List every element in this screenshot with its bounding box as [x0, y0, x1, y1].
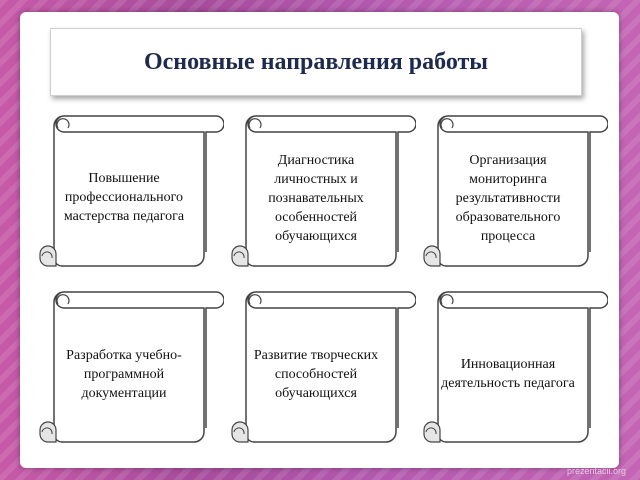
- card-text: Организация мониторинга результативности…: [455, 152, 561, 244]
- slide-title: Основные направления работы: [143, 48, 489, 75]
- direction-card-5: Развитие творческих способностей обучающ…: [226, 288, 416, 458]
- card-text: Инновационная деятельность педагога: [441, 357, 575, 391]
- scroll-icon: [231, 115, 416, 267]
- scroll-icon: [39, 291, 224, 443]
- watermark: prezentacii.org: [566, 466, 626, 476]
- direction-card-2: Диагностика личностных и познавательных …: [226, 112, 416, 282]
- card-text: Повышение профессионального мастерства п…: [63, 170, 185, 224]
- card-text: Диагностика личностных и познавательных …: [268, 152, 364, 244]
- card-text: Разработка учебно-программной документац…: [66, 347, 182, 401]
- scroll-icon: [423, 115, 608, 267]
- scroll-icon: [39, 115, 224, 267]
- direction-card-3: Организация мониторинга результативности…: [418, 112, 608, 282]
- card-text: Развитие творческих способностей обучающ…: [253, 347, 379, 401]
- scroll-icon: [423, 291, 608, 443]
- direction-card-4: Разработка учебно-программной документац…: [34, 288, 224, 458]
- scroll-icon: [231, 291, 416, 443]
- direction-card-1: Повышение профессионального мастерства п…: [34, 112, 224, 282]
- direction-card-6: Инновационная деятельность педагога: [418, 288, 608, 458]
- title-box: Основные направления работы: [50, 28, 582, 96]
